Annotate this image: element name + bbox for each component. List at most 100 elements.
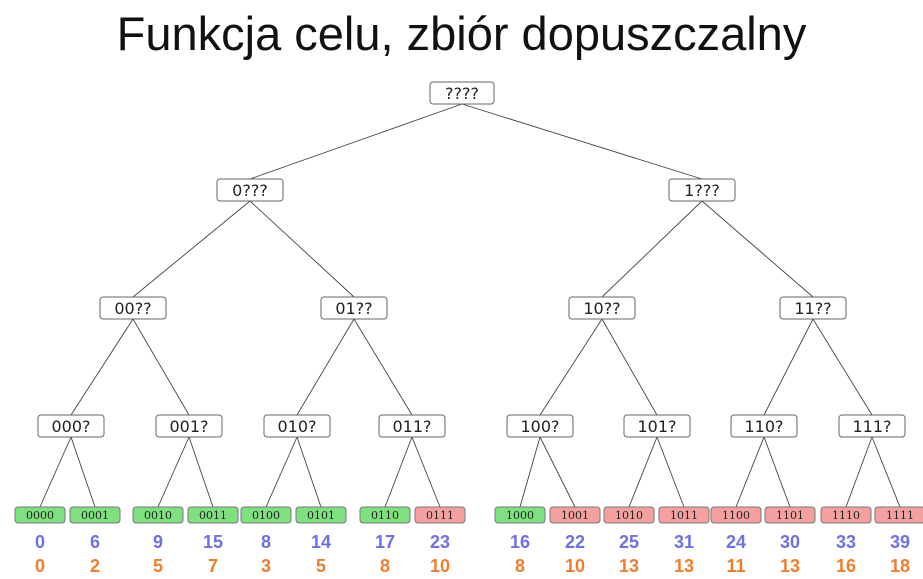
- leaf-infeasible-label: 1101: [776, 509, 804, 522]
- tree-node-box: [623, 414, 691, 438]
- leaf-infeasible-box: [414, 506, 466, 524]
- tree-node-box: [779, 296, 847, 320]
- tree-edge: [601, 318, 658, 416]
- leaf-infeasible-box: [764, 506, 816, 524]
- tree-node-label: 11??: [794, 299, 831, 318]
- tree-edge: [157, 436, 190, 508]
- tree-edge: [461, 103, 703, 180]
- leaf-infeasible: 1100: [710, 506, 762, 524]
- tree-node-root: ????: [429, 81, 495, 105]
- tree-edge: [845, 436, 873, 508]
- tree-edge: [132, 318, 190, 416]
- tree-node-box: [216, 178, 284, 202]
- tree-node-box: [155, 414, 223, 438]
- tree-node-box: [37, 414, 105, 438]
- constraint-value: 13: [674, 556, 694, 576]
- leaf-feasible-box: [359, 506, 411, 524]
- tree-node: 00??: [99, 296, 167, 320]
- tree-edge: [519, 436, 541, 508]
- constraint-value: 10: [430, 556, 450, 576]
- objective-value: 6: [90, 532, 100, 552]
- leaf-infeasible: 1101: [764, 506, 816, 524]
- tree-node: 101?: [623, 414, 691, 438]
- tree-edge: [628, 436, 658, 508]
- tree-node-label: 1???: [684, 181, 720, 200]
- tree-node: 000?: [37, 414, 105, 438]
- leaf-feasible-label: 0100: [252, 509, 280, 522]
- tree-node-label: 111?: [852, 417, 891, 436]
- tree-node-label: 000?: [51, 417, 90, 436]
- leaf-feasible-box: [494, 506, 546, 524]
- leaf-feasible-label: 0011: [199, 509, 227, 522]
- tree-node-label: 001?: [169, 417, 208, 436]
- leaf-infeasible-box: [603, 506, 655, 524]
- leaf-infeasible: 1111: [874, 506, 923, 524]
- objective-value: 16: [510, 532, 530, 552]
- objective-value: 17: [375, 532, 395, 552]
- constraint-value: 8: [515, 556, 525, 576]
- tree-node-label: 00??: [114, 299, 151, 318]
- leaf-infeasible: 1001: [549, 506, 601, 524]
- objective-value: 8: [261, 532, 271, 552]
- tree-node-root-label: ????: [445, 84, 479, 103]
- tree-edge: [539, 436, 576, 508]
- tree-node: 0???: [216, 178, 284, 202]
- objective-value: 0: [35, 532, 45, 552]
- leaf-feasible: 0101: [295, 506, 347, 524]
- tree-node: 100?: [506, 414, 574, 438]
- objective-value: 30: [780, 532, 800, 552]
- tree-node-box: [730, 414, 798, 438]
- objective-value: 9: [153, 532, 163, 552]
- objective-value: 22: [565, 532, 585, 552]
- leaf-feasible-label: 0000: [26, 509, 54, 522]
- leaf-infeasible: 1110: [820, 506, 872, 524]
- leaf-feasible-box: [69, 506, 121, 524]
- tree-node: 10??: [568, 296, 636, 320]
- leaf-feasible-label: 0010: [144, 509, 172, 522]
- leaf-feasible: 0010: [132, 506, 184, 524]
- tree-node: 111?: [838, 414, 906, 438]
- objective-value: 14: [311, 532, 331, 552]
- leaf-feasible-label: 0110: [371, 509, 399, 522]
- leaf-feasible-box: [187, 506, 239, 524]
- leaf-feasible: 0011: [187, 506, 239, 524]
- tree-edge: [601, 200, 703, 298]
- constraint-value: 16: [836, 556, 856, 576]
- tree-node-label: 011?: [392, 417, 431, 436]
- tree-node-box: [99, 296, 167, 320]
- tree-edge: [296, 436, 322, 508]
- leaf-feasible-label: 1000: [506, 509, 534, 522]
- leaf-infeasible: 0111: [414, 506, 466, 524]
- objective-value: 15: [203, 532, 223, 552]
- tree-edge: [701, 200, 814, 298]
- leaf-infeasible: 1011: [658, 506, 710, 524]
- tree-node-label: 100?: [520, 417, 559, 436]
- tree-edge: [249, 200, 355, 298]
- tree-node: 01??: [320, 296, 388, 320]
- tree-node: 11??: [779, 296, 847, 320]
- constraint-value: 13: [619, 556, 639, 576]
- leaf-feasible-box: [132, 506, 184, 524]
- leaf-feasible-box: [295, 506, 347, 524]
- objective-value: 24: [726, 532, 746, 552]
- page-title: Funkcja celu, zbiór dopuszczalny: [116, 7, 807, 60]
- leaf-feasible-label: 0001: [81, 509, 109, 522]
- tree-edge: [539, 318, 603, 416]
- tree-node-label: 010?: [277, 417, 316, 436]
- leaf-infeasible-box: [549, 506, 601, 524]
- constraint-value: 10: [565, 556, 585, 576]
- tree-node-box: [378, 414, 446, 438]
- tree-edge: [188, 436, 214, 508]
- tree-edge: [39, 436, 72, 508]
- tree-node: 010?: [263, 414, 331, 438]
- constraint-value: 18: [890, 556, 910, 576]
- leaf-infeasible-box: [710, 506, 762, 524]
- tree-node-label: 0???: [232, 181, 268, 200]
- leaf-infeasible-box: [658, 506, 710, 524]
- leaf-infeasible-label: 1111: [886, 509, 914, 522]
- constraint-value: 13: [780, 556, 800, 576]
- objective-value: 25: [619, 532, 639, 552]
- tree-edge: [871, 436, 901, 508]
- leaf-infeasible: 1010: [603, 506, 655, 524]
